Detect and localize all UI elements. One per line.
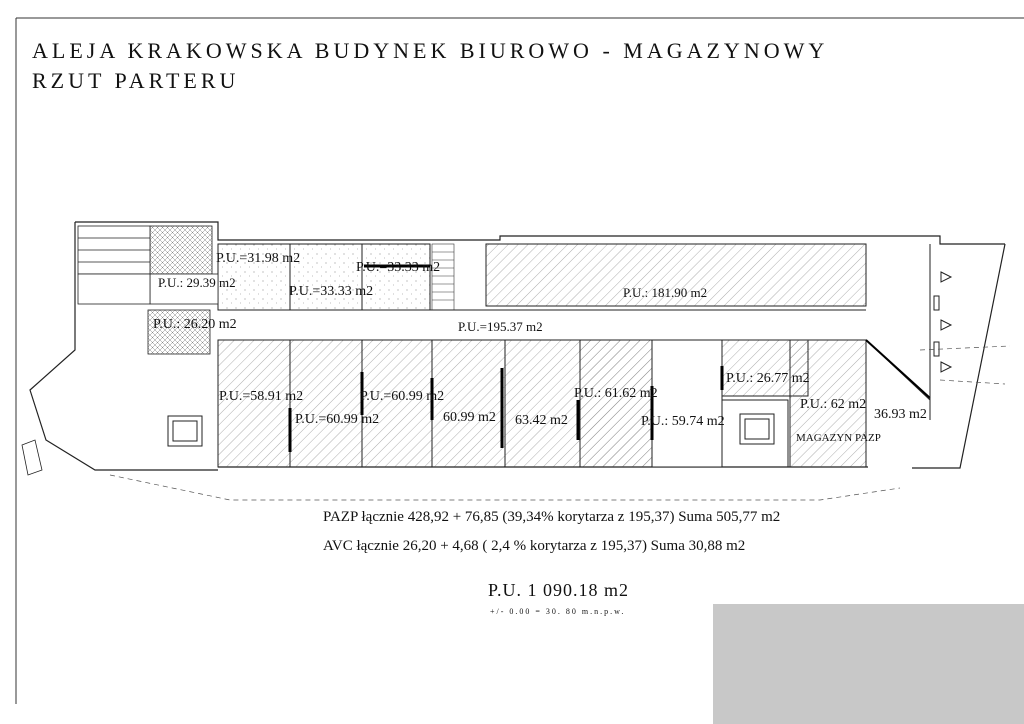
upper-offices [217, 243, 431, 311]
room-label: P.U.=58.91 m2 [219, 389, 303, 404]
room-label: P.U.: 26.77 m2 [726, 371, 810, 386]
partitions [288, 264, 931, 452]
room-label: P.U.: 26.20 m2 [153, 317, 237, 332]
room-label: P.U.: 61.62 m2 [574, 386, 658, 401]
room-label: P.U.: 181.90 m2 [623, 285, 707, 300]
elevators [167, 399, 789, 468]
room-labels: P.U.=31.98 m2 P.U.=33.33 m2 P.U.=33.33 m… [153, 251, 927, 444]
room-label: P.U.: 62 m2 [800, 397, 866, 412]
room-label: P.U.=195.37 m2 [458, 319, 543, 334]
room-label: MAGAZYN PAZP [796, 432, 881, 444]
gray-panel [713, 604, 1024, 724]
site-dashes [109, 345, 1011, 501]
room-label: 36.93 m2 [874, 407, 927, 422]
avc-summary: AVC łącznie 26,20 + 4,68 ( 2,4 % korytar… [323, 538, 746, 554]
room-181-area [485, 243, 867, 307]
frame [15, 17, 1024, 704]
room-label: P.U.=31.98 m2 [216, 251, 300, 266]
room-label: P.U.=60.99 m2 [360, 389, 444, 404]
pazp-summary: PAZP łącznie 428,92 + 76,85 (39,34% kory… [323, 509, 781, 525]
stairs-upper [431, 243, 455, 311]
room-label: P.U.: 29.39 m2 [158, 275, 236, 290]
left-core [77, 225, 219, 355]
level-note: +/- 0.00 = 30. 80 m.n.p.w. [490, 607, 626, 616]
total-area: P.U. 1 090.18 m2 [488, 580, 630, 600]
room-label: P.U.=33.33 m2 [289, 284, 373, 299]
drawing-title-line1: ALEJA KRAKOWSKA BUDYNEK BIUROWO - MAGAZY… [32, 38, 829, 63]
room-label: 60.99 m2 [443, 410, 496, 425]
room-label: P.U.: 59.74 m2 [641, 414, 725, 429]
loading-doors [929, 244, 953, 420]
room-label: P.U.=33.33 m2 [356, 260, 440, 275]
room-label: P.U.=60.99 m2 [295, 412, 379, 427]
room-label: 63.42 m2 [515, 413, 568, 428]
drawing-title-line2: RZUT PARTERU [32, 68, 240, 93]
